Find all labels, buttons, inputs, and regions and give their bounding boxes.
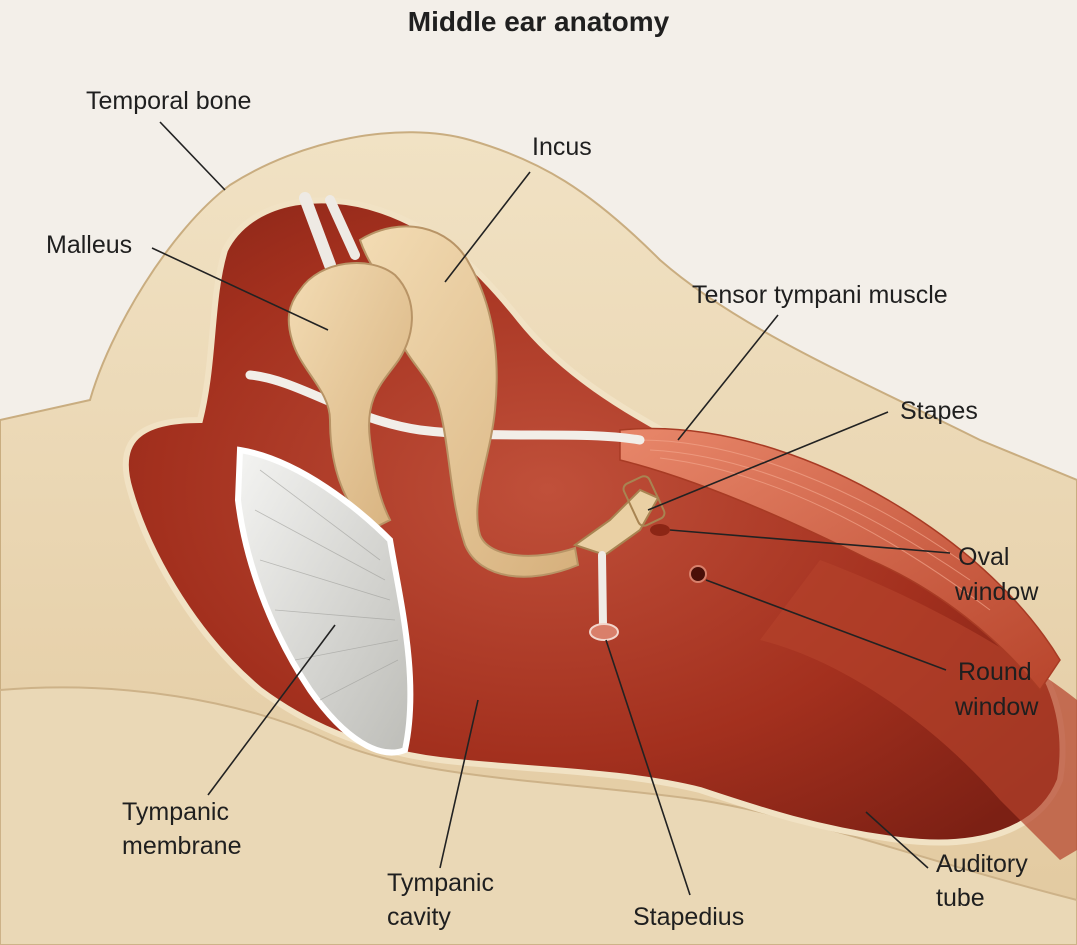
oval-window-shape xyxy=(650,524,670,536)
label-auditory-tube-line1: Auditory xyxy=(936,850,1028,878)
stapedius-tendon xyxy=(598,551,607,629)
leader-incus xyxy=(444,171,531,283)
tympanic-membrane-shape xyxy=(234,446,414,756)
label-oval-window-line1: Oval xyxy=(958,543,1010,571)
label-tympanic-cavity-line2: cavity xyxy=(387,903,451,931)
leader-auditory-tube xyxy=(865,811,929,869)
incus-shape xyxy=(358,225,580,578)
label-stapedius: Stapedius xyxy=(633,903,745,931)
label-temporal-bone: Temporal bone xyxy=(86,87,252,115)
leader-lines xyxy=(151,121,951,896)
lower-bone-shape xyxy=(0,686,1077,945)
leader-malleus xyxy=(151,247,329,331)
round-window-shape xyxy=(689,565,707,583)
leader-stapedius xyxy=(605,639,691,896)
tensor-tendon xyxy=(245,370,645,445)
leader-tympanic-membrane xyxy=(207,624,336,796)
label-tympanic-membrane-line2: membrane xyxy=(122,832,242,860)
label-oval-window-line2: window xyxy=(955,578,1039,606)
label-incus: Incus xyxy=(532,133,592,161)
tensor-tympani-shape xyxy=(619,427,1061,692)
leader-temporal-bone xyxy=(159,121,226,191)
diagram-title: Middle ear anatomy xyxy=(407,6,670,37)
label-tensor-tympani: Tensor tympani muscle xyxy=(692,281,948,309)
label-tympanic-membrane-line1: Tympanic xyxy=(122,798,229,826)
leader-tensor-tympani xyxy=(677,314,779,441)
label-round-window-line1: Round xyxy=(958,658,1032,686)
pyramidal-eminence xyxy=(589,623,619,641)
auditory-tube-shape xyxy=(760,560,1077,860)
leader-tympanic-cavity xyxy=(439,699,479,869)
leader-round-window xyxy=(705,579,947,671)
label-auditory-tube-line2: tube xyxy=(936,884,985,912)
label-tympanic-cavity-line1: Tympanic xyxy=(387,869,494,897)
leader-oval-window xyxy=(669,529,951,554)
label-malleus: Malleus xyxy=(46,231,133,259)
suspensory-ligament-1 xyxy=(299,192,336,271)
suspensory-ligament-2 xyxy=(325,195,360,260)
label-stapes: Stapes xyxy=(900,397,978,425)
label-round-window-line2: window xyxy=(955,693,1039,721)
malleus-shape xyxy=(287,262,413,532)
leader-stapes xyxy=(647,411,889,511)
